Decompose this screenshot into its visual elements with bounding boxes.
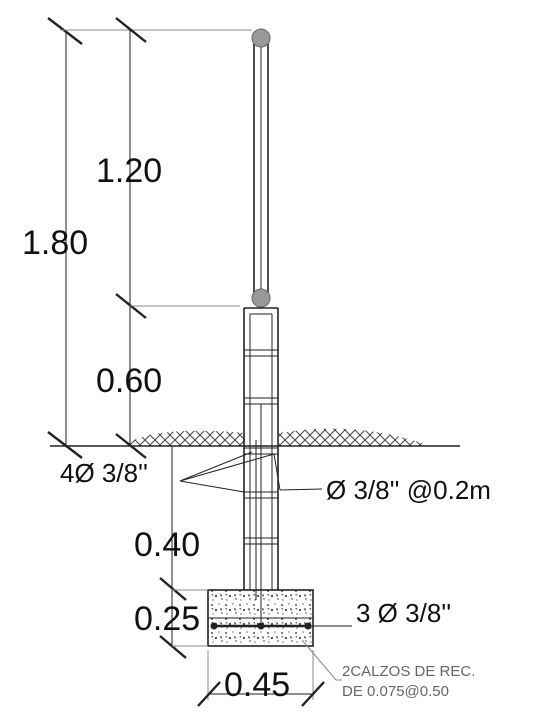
post-top-cap — [251, 28, 271, 48]
annotations: 1.80 1.20 0.60 0.40 0.25 0.45 4Ø 3/8'' Ø… — [22, 152, 491, 704]
dim-footing-height: 0.25 — [134, 600, 200, 638]
label-spacer-note-line2: DE 0.075@0.50 — [342, 683, 449, 700]
footing — [207, 589, 314, 647]
post — [251, 28, 271, 308]
dim-total-height: 1.80 — [22, 224, 88, 262]
label-main-bars: 4Ø 3/8'' — [60, 458, 148, 488]
dim-0-45-tick-left — [197, 681, 221, 707]
dim-footing-width: 0.45 — [224, 666, 290, 704]
dimension-lines — [47, 17, 325, 707]
masonry-column — [243, 307, 279, 622]
dim-1-20-tick-top — [115, 17, 147, 43]
leader-main-bars-3 — [179, 480, 245, 493]
dim-post-height: 1.20 — [96, 152, 162, 190]
dim-wall-above-ground: 0.60 — [96, 362, 162, 400]
leader-spacer-note — [301, 639, 342, 681]
dim-1-80-tick-bottom — [47, 431, 83, 459]
footing-rebar-dot-left — [210, 622, 218, 630]
label-stirrups: Ø 3/8'' @0.2m — [326, 475, 491, 505]
dim-0-25-tick-bottom — [159, 635, 187, 659]
label-footing-bars: 3 Ø 3/8'' — [356, 598, 451, 628]
ground-hatch-left — [124, 430, 245, 446]
leader-main-bars-1 — [179, 451, 253, 482]
ground-hatch-right — [279, 428, 430, 446]
footing-rebar-dot-mid — [257, 622, 265, 630]
leader-main-bars-2 — [179, 453, 275, 482]
dim-0-60-tick-bottom — [115, 433, 147, 459]
footing-rebar-dot-right — [304, 622, 312, 630]
leader-lines — [179, 451, 352, 681]
dim-0-40-tick-bottom — [159, 577, 187, 601]
leader-stirrups-2 — [273, 453, 281, 491]
label-spacer-note-line1: 2CALZOS DE REC. — [342, 663, 475, 680]
leader-stirrups-1 — [279, 488, 323, 491]
dim-wall-below-ground: 0.40 — [134, 526, 200, 564]
post-bottom-cap — [251, 288, 271, 308]
dim-1-80-tick-top — [47, 17, 83, 45]
ground — [50, 428, 460, 447]
dim-0-45-tick-right — [301, 681, 325, 707]
